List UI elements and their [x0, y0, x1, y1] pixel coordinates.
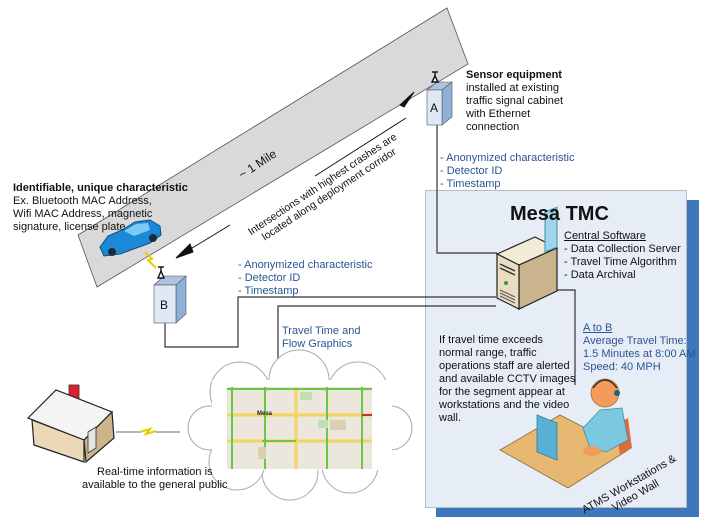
alert-line: workstations and the video — [439, 399, 570, 411]
wireless-link — [116, 427, 180, 436]
alert-line: for the segment appear at — [439, 386, 565, 398]
tmc-connectors — [425, 190, 576, 385]
segment-travel-time: A to B Average Travel Time: 1.5 Minutes … — [583, 322, 696, 374]
sensor-a-line: installed at existing — [466, 82, 559, 94]
vehicle-line: Wifi MAC Address, magnetic — [13, 208, 153, 220]
software-item: - Travel Time Algorithm — [564, 256, 677, 268]
public-label-line: available to the general public — [82, 479, 228, 491]
cabinet-a-label: A — [430, 101, 439, 115]
map-city-label: Mesa — [257, 411, 273, 417]
central-software-title: Central Software — [564, 230, 646, 242]
data-field: - Anonymized characteristic — [238, 259, 373, 271]
sensor-cabinet-a — [426, 71, 453, 126]
car-icon — [99, 219, 162, 257]
data-fields-a: - Anonymized characteristic - Detector I… — [440, 152, 575, 191]
alert-line: and available CCTV images — [439, 373, 576, 385]
tmc-title: Mesa TMC — [510, 203, 609, 225]
alert-line: operations staff are alerted — [439, 360, 570, 372]
segment-line: Average Travel Time: — [583, 335, 687, 347]
alert-line: wall. — [439, 412, 462, 424]
data-field: - Detector ID — [238, 272, 301, 284]
segment-line: Speed: 40 MPH — [583, 361, 661, 373]
public-info-label: Real-time information is available to th… — [82, 466, 228, 492]
sensor-a-line: traffic signal cabinet — [466, 95, 564, 107]
sensor-a-description: Sensor equipment installed at existing t… — [466, 69, 563, 134]
data-field: - Timestamp — [440, 178, 501, 190]
graphics-label-line: Flow Graphics — [282, 338, 353, 350]
data-field: - Detector ID — [440, 165, 503, 177]
sensor-a-title: Sensor equipment — [466, 69, 562, 81]
antenna-icon-a — [430, 71, 440, 83]
data-field: - Anonymized characteristic — [440, 152, 575, 164]
data-fields-b: - Anonymized characteristic - Detector I… — [238, 259, 373, 298]
software-item: - Data Collection Server — [564, 243, 681, 255]
distance-arrow — [175, 91, 415, 259]
segment-line: 1.5 Minutes at 8:00 AM — [583, 348, 696, 360]
alert-line: normal range, traffic — [439, 347, 537, 359]
cabinet-b-label: B — [160, 298, 169, 312]
vehicle-line: signature, license plate — [13, 221, 126, 233]
graphics-label: Travel Time and Flow Graphics — [282, 325, 360, 351]
public-label-line: Real-time information is — [97, 466, 213, 478]
segment-title: A to B — [583, 322, 613, 334]
sensor-cabinet-b — [153, 266, 187, 324]
sensor-a-line: with Ethernet — [466, 108, 531, 120]
graphics-label-line: Travel Time and — [282, 325, 361, 337]
car-sensor-link — [144, 251, 157, 269]
server-icon — [495, 236, 559, 310]
workstation-icon — [499, 206, 632, 489]
data-field: - Timestamp — [238, 285, 299, 297]
alert-line: If travel time exceeds — [439, 334, 543, 346]
house-icon — [26, 384, 115, 464]
central-software: Central Software - Data Collection Serve… — [564, 230, 681, 282]
sensor-a-line: connection — [466, 121, 520, 133]
vehicle-line: Ex. Bluetooth MAC Address, — [13, 195, 152, 207]
road-corridor — [77, 7, 469, 288]
vehicle-title: Identifiable, unique characteristic — [13, 182, 188, 194]
alert-description: If travel time exceeds normal range, tra… — [439, 334, 575, 425]
antenna-icon-b — [156, 266, 166, 279]
vehicle-description: Identifiable, unique characteristic Ex. … — [13, 182, 188, 234]
traffic-map — [227, 387, 372, 469]
software-item: - Data Archival — [564, 269, 636, 281]
